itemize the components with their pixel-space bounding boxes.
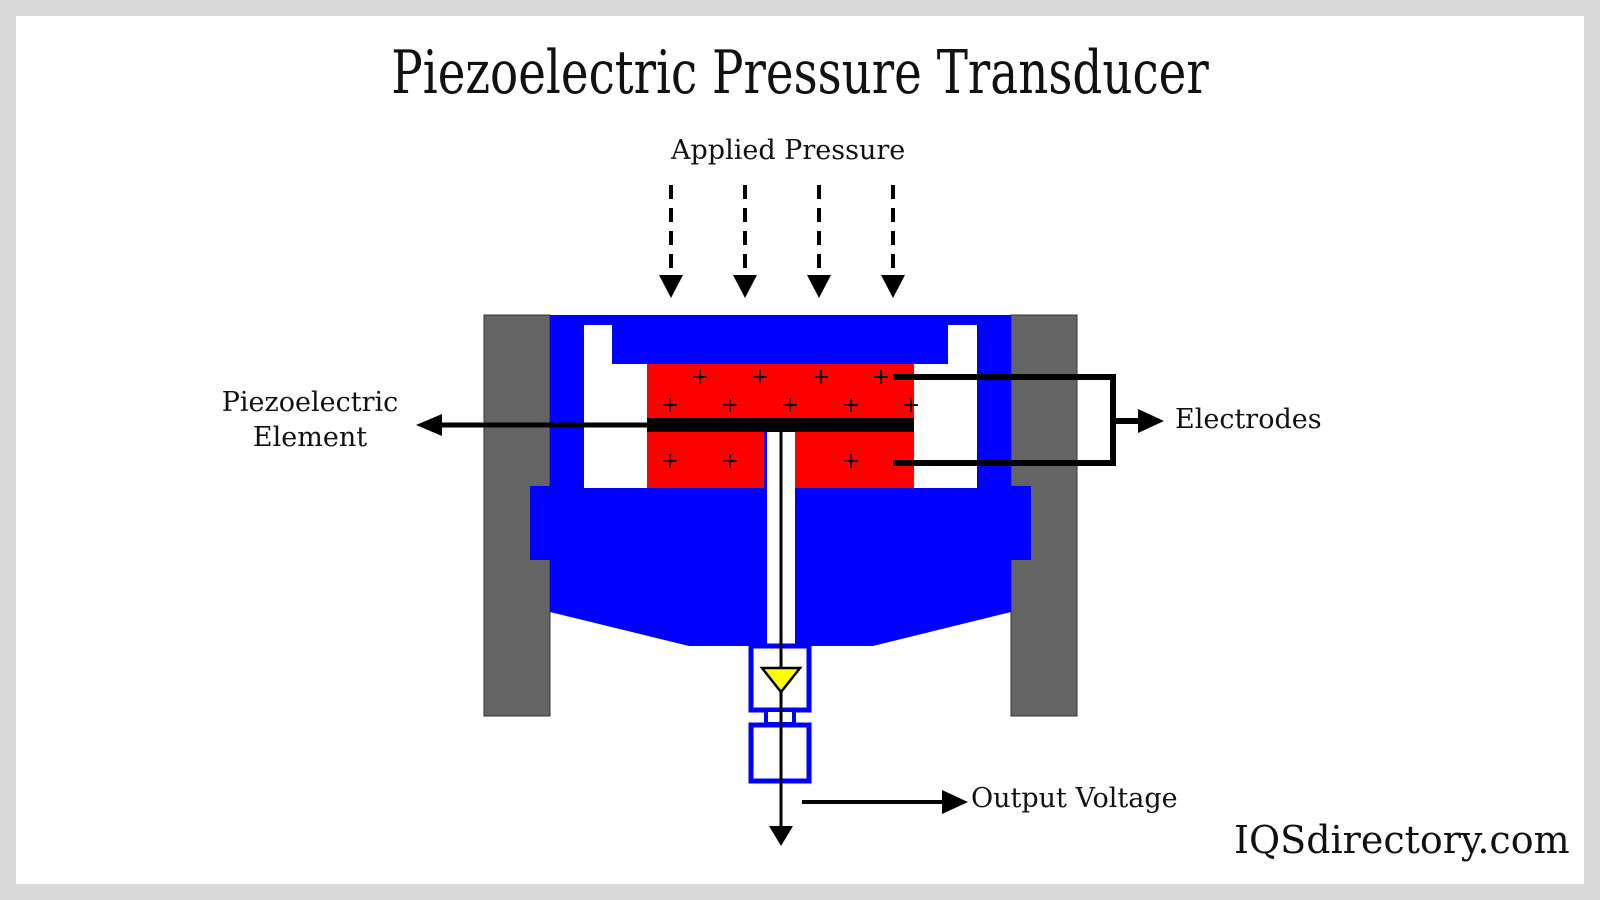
pressure-arrow-2 <box>733 185 757 298</box>
piezo-crystal-bottom-left <box>647 430 764 488</box>
plus-charge-symbol: + <box>721 393 739 418</box>
label-piezo-element: Piezoelectric Element <box>215 385 405 455</box>
label-piezo-element-line2: Element <box>252 422 368 453</box>
cavity-left <box>584 325 648 488</box>
amplifier-icon <box>759 666 803 695</box>
central-electrode <box>647 418 914 432</box>
plus-charge-symbol: + <box>751 365 769 390</box>
piezo-element-pointer <box>416 414 648 436</box>
piezo-crystal-top <box>647 364 914 420</box>
plus-charge-symbol: + <box>661 393 679 418</box>
output-voltage-pointer <box>802 790 968 814</box>
page-title: Piezoelectric Pressure Transducer <box>391 38 1209 108</box>
brand-watermark: IQSdirectory.com <box>1234 818 1570 862</box>
charge-symbols: + + + + + + + + + + + + <box>661 365 920 474</box>
plus-charge-symbol: + <box>721 449 739 474</box>
plus-charge-symbol: + <box>842 393 860 418</box>
cavity-right <box>913 325 977 488</box>
output-arrowhead <box>769 826 793 846</box>
plus-charge-symbol: + <box>842 449 860 474</box>
electrodes-bracket <box>893 374 1164 466</box>
label-electrodes: Electrodes <box>1175 404 1322 435</box>
plus-charge-symbol: + <box>781 393 799 418</box>
label-piezo-element-line1: Piezoelectric <box>221 387 399 418</box>
plus-charge-symbol: + <box>661 449 679 474</box>
piezo-crystal-bottom-right <box>789 430 914 488</box>
plus-charge-symbol: + <box>902 393 920 418</box>
label-output-voltage: Output Voltage <box>971 783 1178 814</box>
plus-charge-symbol: + <box>812 365 830 390</box>
pressure-arrow-4 <box>881 185 905 298</box>
pressure-arrow-1 <box>659 185 683 298</box>
plus-charge-symbol: + <box>691 365 709 390</box>
pressure-arrows <box>659 185 905 298</box>
plus-charge-symbol: + <box>872 365 890 390</box>
pressure-arrow-3 <box>807 185 831 298</box>
label-applied-pressure: Applied Pressure <box>671 135 906 166</box>
